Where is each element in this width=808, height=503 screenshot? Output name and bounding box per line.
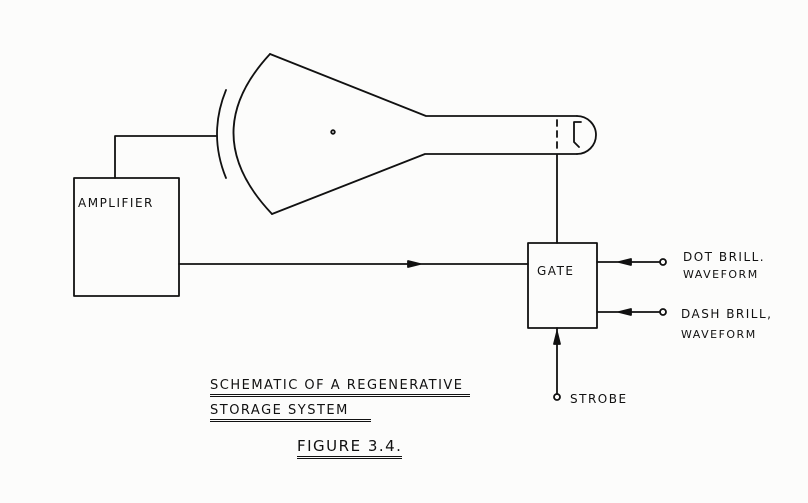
arrow-icon [407, 260, 421, 268]
caption-line-1: SCHEMATIC OF A REGENERATIVE [210, 378, 470, 397]
crt-tube [232, 53, 597, 215]
crt-spot [330, 129, 336, 135]
crt-gun [573, 121, 582, 148]
terminal-dot-input [659, 258, 667, 266]
caption-line-2: STORAGE SYSTEM [210, 403, 371, 422]
wire-plate-to-amplifier [114, 135, 217, 179]
gate-label: GATE [537, 264, 575, 278]
pickup-plate [216, 89, 227, 179]
amplifier-block [73, 177, 180, 297]
crt-cone-bottom [271, 153, 578, 215]
dash-input-label-1: DASH BRILL, [681, 307, 773, 321]
strobe-label: STROBE [570, 392, 628, 406]
arrow-icon [553, 331, 561, 345]
amplifier-label: AMPLIFIER [78, 196, 154, 210]
dot-input-label-2: WAVEFORM [683, 268, 759, 281]
arrow-icon [618, 308, 632, 316]
arrow-icon [618, 258, 632, 266]
figure-number: FIGURE 3.4. [297, 437, 403, 459]
terminal-dash-input [659, 308, 667, 316]
dash-input-label-2: WAVEFORM [681, 328, 757, 341]
crt-neck-end [576, 115, 597, 155]
dot-input-label-1: DOT BRILL. [683, 250, 766, 264]
gate-block [527, 242, 598, 329]
terminal-strobe-input [553, 393, 561, 401]
crt-cone-top [269, 53, 578, 117]
crt-screen-arc [232, 53, 273, 215]
